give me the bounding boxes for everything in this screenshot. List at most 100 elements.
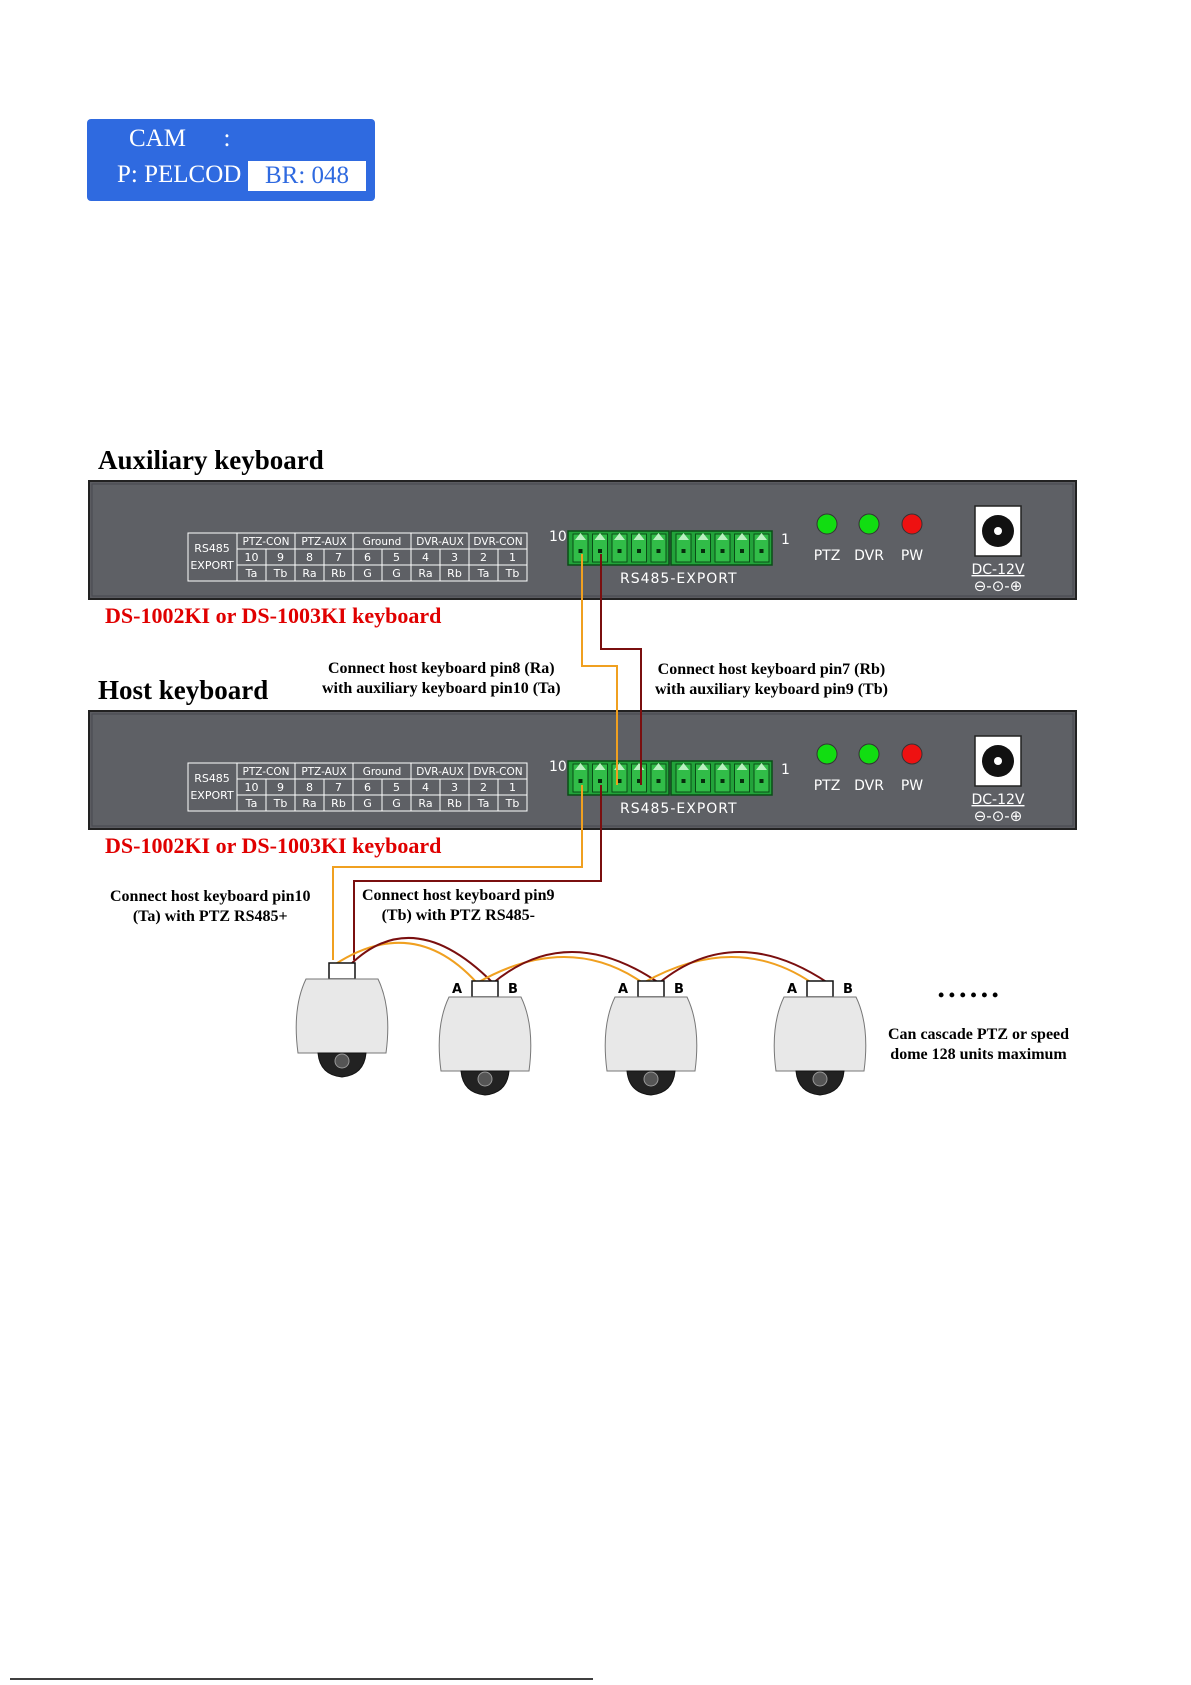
cascade-wire-minus (349, 936, 494, 984)
lcd-line-2: P: PELCOD (117, 161, 242, 188)
terminal-screw (740, 779, 744, 783)
pin-number: 10 (245, 551, 259, 564)
pin-group-label: DVR-CON (473, 536, 522, 548)
pin-signal-cell (497, 564, 528, 582)
note-pin10-line1: Connect host keyboard pin10 (110, 888, 311, 905)
wire-host-tb-to-ptz (353, 785, 602, 960)
terminal-arrow (717, 763, 728, 770)
pin-group-label: Ground (363, 766, 402, 778)
terminal-screw (617, 779, 622, 783)
led-pw (901, 743, 923, 765)
dome-terminal-a: A (618, 982, 628, 997)
pin-number: 8 (306, 781, 313, 794)
host-keyboard-model: DS-1002KI or DS-1003KI keyboard (105, 833, 442, 858)
pin-number: 2 (480, 781, 487, 794)
terminal-screw (681, 549, 686, 553)
pin-signal: Tb (505, 797, 520, 810)
pin-group-label: DVR-AUX (416, 766, 464, 778)
led-ptz (816, 743, 838, 765)
terminal-arrow (633, 533, 645, 540)
pin-signal: Ra (302, 567, 316, 580)
cascade-wire-minus (492, 951, 660, 984)
dome-lens (477, 1071, 493, 1087)
dc-label: DC-12V (972, 562, 1025, 578)
note-pin8: Connect host keyboard pin8 (Ra) with aux… (322, 659, 561, 699)
note-pin9: Connect host keyboard pin9 (Tb) with PTZ… (362, 886, 554, 926)
note-pin8-line1: Connect host keyboard pin8 (Ra) (327, 660, 555, 677)
terminal-arrow (736, 533, 748, 540)
pin-table-header-text: EXPORT (190, 789, 234, 802)
dome-connector (471, 980, 499, 998)
pin-signal: Ta (245, 797, 258, 810)
led-ptz (816, 513, 838, 535)
dc-label: DC-12V (972, 792, 1025, 808)
cascade-wire-plus (476, 956, 644, 984)
terminal-pin-1-label: 1 (781, 762, 790, 778)
pin-number: 1 (509, 551, 516, 564)
note-pin7-line2: with auxiliary keyboard pin9 (Tb) (655, 681, 888, 698)
led-label: PTZ (814, 548, 841, 564)
wire-aux-ta-to-host-ra (581, 554, 618, 785)
terminal-label: RS485-EXPORT (620, 571, 738, 587)
led-label: PW (901, 548, 923, 564)
terminal-arrow (697, 533, 709, 540)
pin-signal: G (363, 797, 372, 810)
terminal-arrow (594, 533, 606, 540)
cascade-wire-minus (658, 951, 829, 984)
terminal-screw (759, 779, 764, 783)
led-dvr (858, 743, 880, 765)
note-pin7-line1: Connect host keyboard pin7 (Rb) (657, 661, 886, 678)
pin-group-label: PTZ-AUX (301, 766, 346, 778)
pin-number: 9 (277, 781, 284, 794)
pin-group-label: DVR-CON (473, 766, 522, 778)
terminal-arrow (717, 533, 728, 540)
pin-signal: G (363, 567, 372, 580)
pin-table-header-text: RS485 (194, 772, 230, 785)
led-dvr (858, 513, 880, 535)
dome-connector (328, 962, 356, 980)
terminal-screw (681, 779, 686, 783)
note-cascade-line1: Can cascade PTZ or speed (888, 1026, 1070, 1043)
dc-jack-pin (994, 527, 1002, 535)
pin-signal: G (392, 797, 401, 810)
dome-connector (637, 980, 665, 998)
note-pin8-line2: with auxiliary keyboard pin10 (Ta) (322, 680, 561, 697)
host-keyboard-title: Host keyboard (98, 675, 269, 705)
dome-lens (812, 1071, 828, 1087)
dome-body (295, 978, 389, 1054)
pin-signal: Ra (418, 567, 432, 580)
pin-number: 7 (335, 781, 342, 794)
note-pin10-line2: (Ta) with PTZ RS485+ (132, 908, 288, 925)
ptz-dome-1 (295, 962, 389, 1078)
polarity-symbol: ⊖-⊙-⊕ (974, 807, 1023, 825)
pin-signal: Ra (418, 797, 432, 810)
pin-group-label: PTZ-AUX (301, 536, 346, 548)
pin-number: 10 (245, 781, 259, 794)
note-pin7: Connect host keyboard pin7 (Rb) with aux… (655, 660, 888, 700)
pin-number: 4 (422, 551, 429, 564)
pin-signal: Rb (331, 567, 346, 580)
terminal-screw (598, 779, 602, 783)
terminal-label: RS485-EXPORT (620, 801, 738, 817)
terminal-arrow (678, 533, 689, 540)
pin-number: 3 (451, 781, 458, 794)
dome-terminal-b: B (843, 982, 853, 997)
dome-terminal-b: B (508, 982, 518, 997)
terminal-arrow (594, 763, 606, 770)
pin-number: 6 (364, 781, 371, 794)
note-pin9-line2: (Tb) with PTZ RS485- (381, 907, 535, 924)
pin-number: 9 (277, 551, 284, 564)
terminal-screw (656, 779, 661, 783)
led-label: PW (901, 778, 923, 794)
pin-table-header-text: EXPORT (190, 559, 234, 572)
terminal-screw (656, 549, 661, 553)
terminal-screw (720, 779, 725, 783)
pin-number: 5 (393, 551, 400, 564)
pin-number: 2 (480, 551, 487, 564)
lcd-display: CAM : P: PELCOD BR: 048 (87, 119, 375, 201)
dome-lens (334, 1053, 350, 1069)
